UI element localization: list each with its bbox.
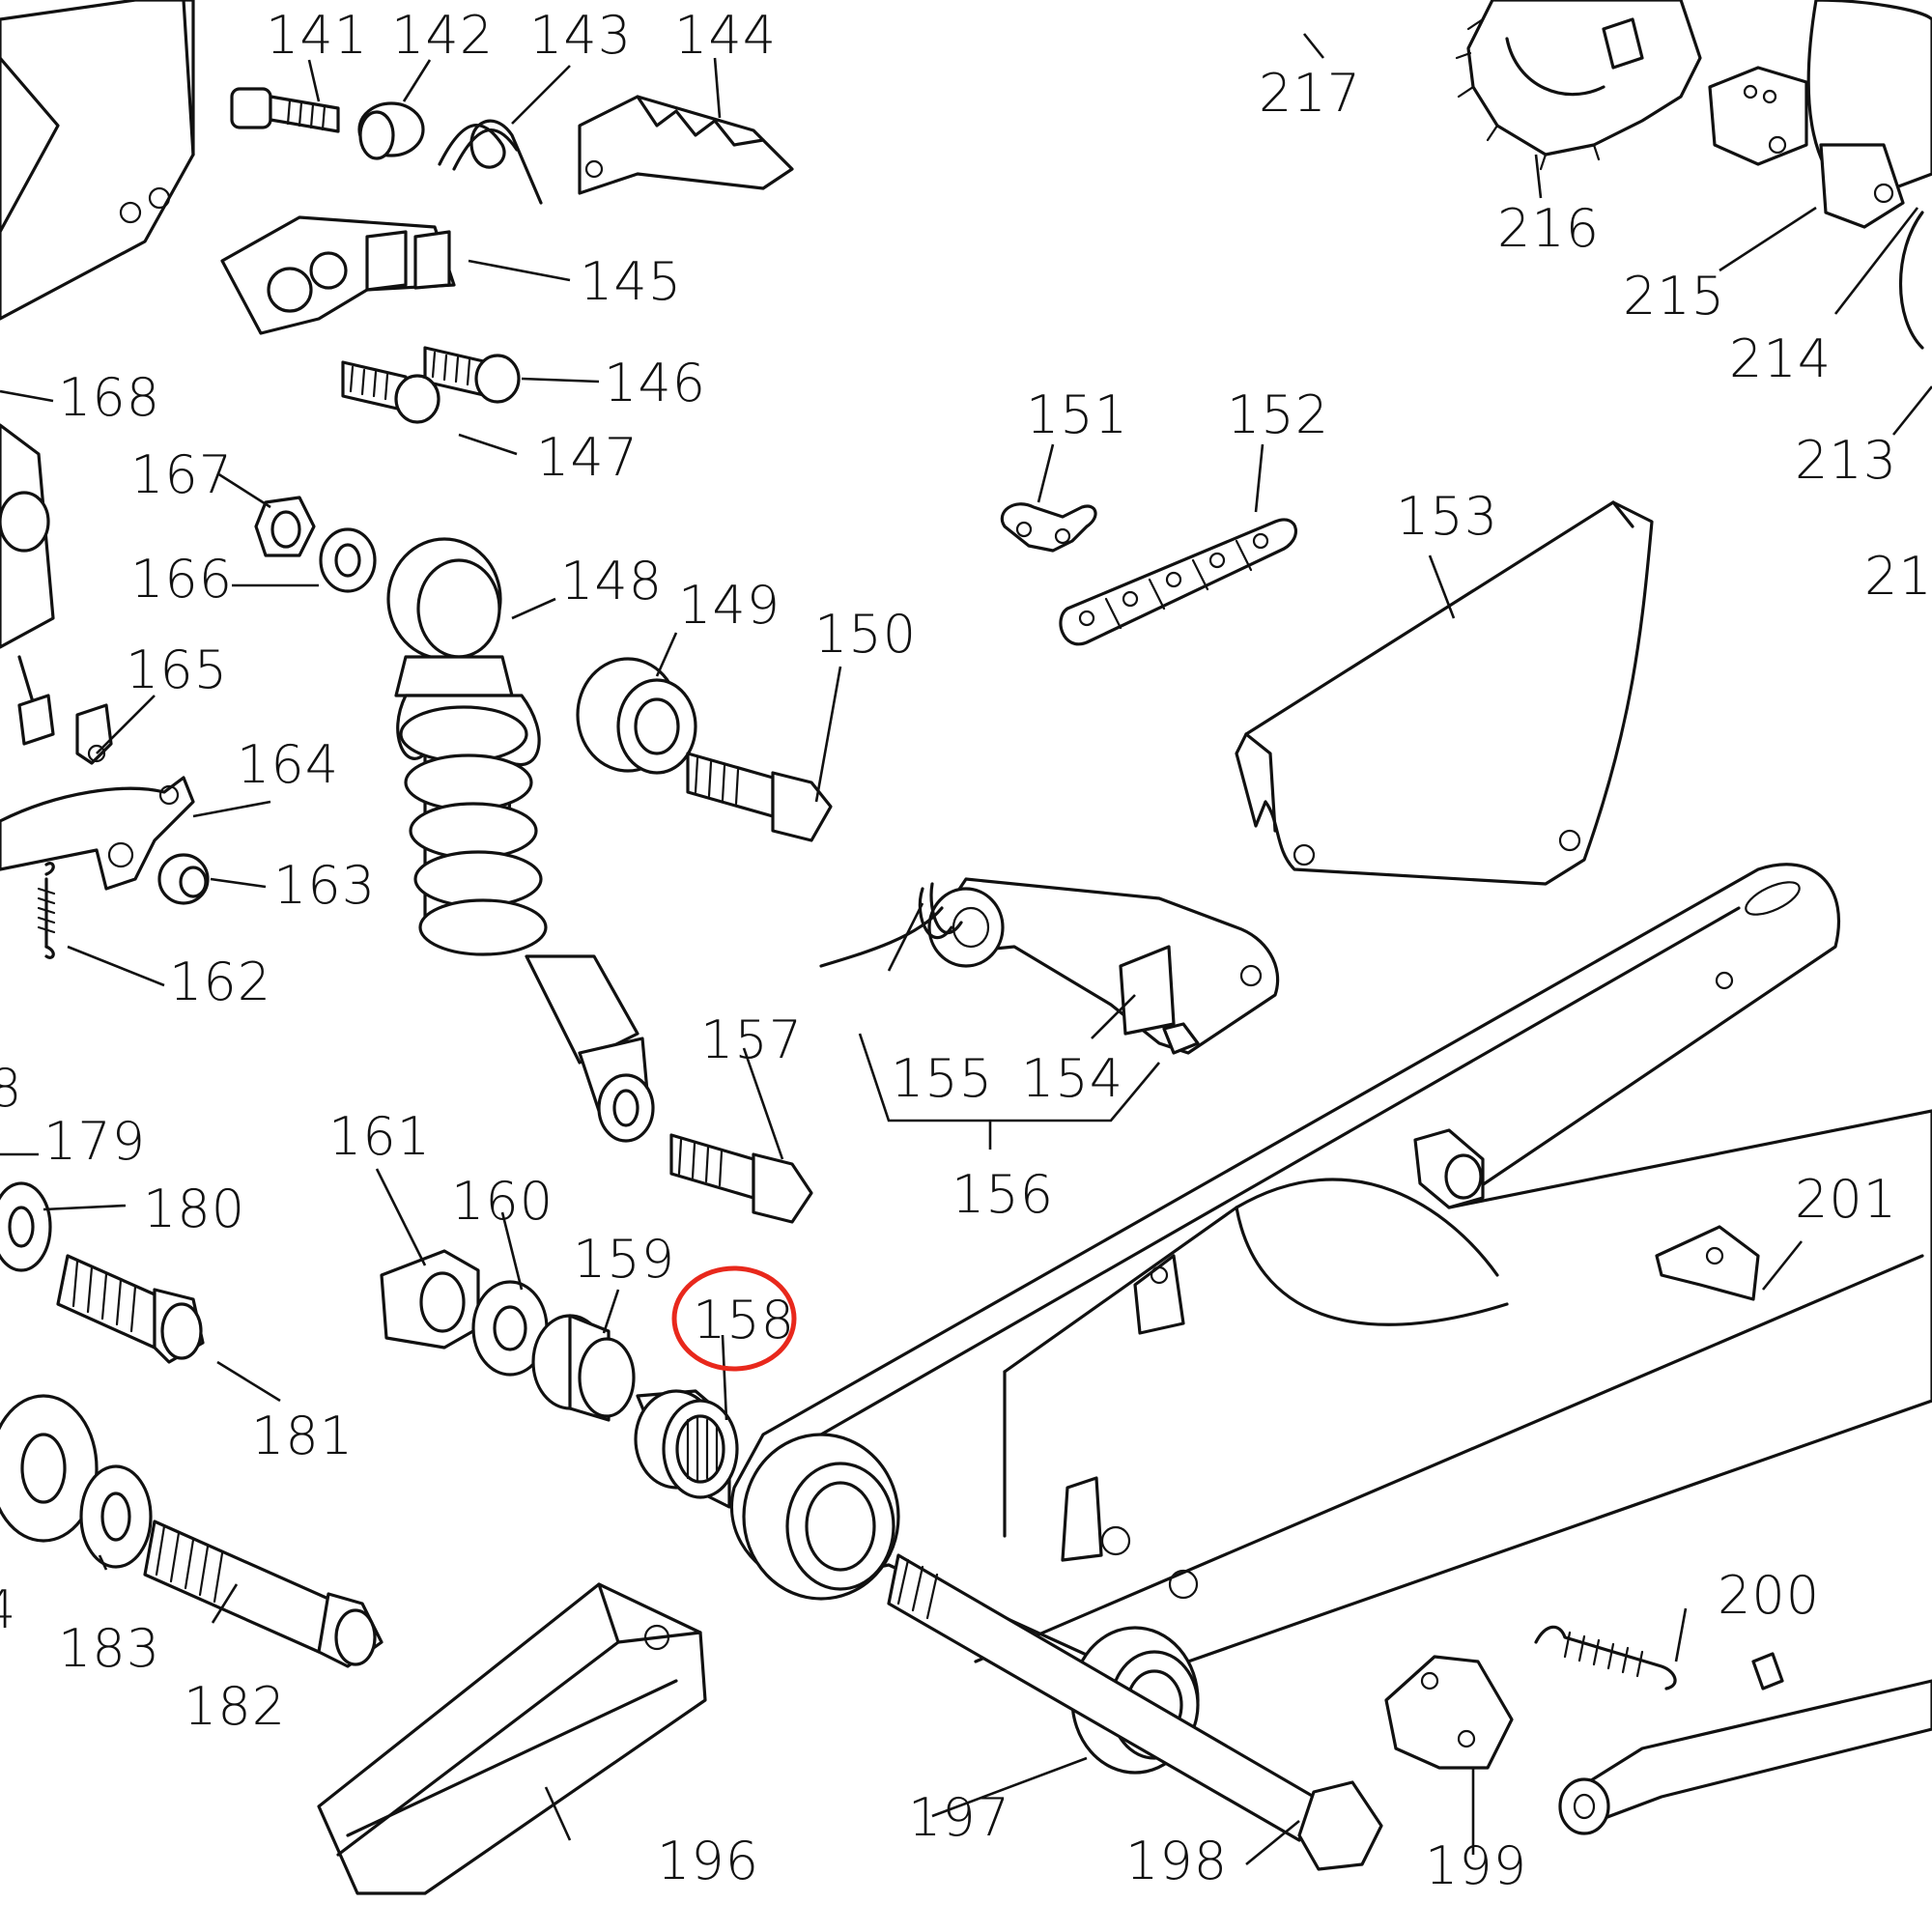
label-154: 154: [1021, 1048, 1123, 1109]
part-151-master-link: [1000, 502, 1097, 553]
label-216: 216: [1497, 198, 1600, 259]
label-197: 197: [908, 1787, 1010, 1848]
part-160-washer: [471, 1280, 549, 1377]
part-145-bracket: [220, 215, 456, 335]
label-168: 168: [58, 367, 160, 428]
label-182: 182: [184, 1676, 286, 1737]
part-154-brake-pedal: [927, 877, 1280, 1055]
label-163: 163: [273, 855, 376, 916]
label-212: 212: [1864, 546, 1932, 607]
label-180: 180: [143, 1179, 245, 1239]
part-152-chain: [1059, 518, 1297, 646]
part-166-washer: [319, 527, 377, 593]
part-143-spring: [438, 119, 543, 205]
part-148-shock-absorber: [386, 537, 655, 1143]
label-141: 141: [266, 5, 368, 66]
part-sidestand: [1558, 1652, 1932, 1835]
label-152: 152: [1227, 384, 1329, 445]
part-157-bolt: [669, 1133, 813, 1224]
label-147: 147: [536, 427, 639, 488]
label-213: 213: [1795, 430, 1897, 491]
label-183: 183: [58, 1618, 160, 1679]
part-168-reservoir: [0, 423, 55, 746]
part-147-bolt: [341, 360, 440, 424]
part-161-nut: [380, 1249, 480, 1350]
label-166: 166: [130, 549, 233, 610]
label-146: 146: [604, 353, 706, 413]
part-199-bracket: [1384, 1655, 1514, 1770]
label-149: 149: [678, 575, 781, 636]
part-182-bolt: [143, 1520, 384, 1668]
label-143: 143: [529, 5, 632, 66]
label-198: 198: [1125, 1831, 1228, 1891]
label-144: 144: [674, 5, 777, 66]
label-4-partial: 4: [0, 1579, 16, 1640]
part-201-clip: [1655, 1225, 1760, 1301]
part-184-washer: [0, 1394, 99, 1543]
part-swingarm: [729, 863, 1932, 1775]
label-8-partial: 8: [0, 1058, 22, 1119]
part-198-axle-bolt: [887, 1553, 1383, 1871]
label-157: 157: [700, 1009, 803, 1070]
part-180-washer: [0, 1181, 52, 1272]
part-164-arm: [0, 776, 195, 891]
highlight-circle-158: [671, 1265, 797, 1372]
part-163-bushing: [157, 853, 210, 905]
part-200-spring: [1534, 1625, 1677, 1690]
label-214: 214: [1729, 328, 1832, 389]
label-161: 161: [328, 1106, 431, 1167]
part-162-spring: [37, 862, 56, 959]
label-201: 201: [1795, 1169, 1897, 1230]
part-141-bolt: [230, 87, 340, 133]
label-158: 158: [693, 1290, 795, 1350]
part-153-chain-guard: [1235, 500, 1654, 886]
leader-lines: [0, 33, 1932, 1866]
frame-fragment-top-left: [0, 0, 195, 321]
part-150-bolt: [686, 752, 833, 842]
part-158-needle-bearing: [634, 1389, 739, 1509]
part-165-fitting: [75, 703, 113, 765]
label-160: 160: [451, 1171, 554, 1232]
label-145: 145: [580, 251, 682, 312]
label-155: 155: [891, 1048, 993, 1109]
part-155-return-spring: [819, 882, 963, 968]
part-159-bushing: [531, 1314, 636, 1422]
label-167: 167: [130, 444, 233, 505]
part-142-bushing: [357, 101, 425, 160]
label-148: 148: [560, 551, 663, 611]
part-146-bolt: [423, 346, 521, 404]
label-217: 217: [1259, 63, 1361, 124]
label-164: 164: [237, 734, 339, 795]
part-167-nut: [254, 496, 316, 557]
label-196: 196: [657, 1831, 759, 1891]
label-179: 179: [43, 1111, 146, 1172]
label-142: 142: [391, 5, 494, 66]
label-215: 215: [1623, 266, 1725, 327]
label-159: 159: [573, 1229, 675, 1290]
label-199: 199: [1425, 1835, 1527, 1896]
part-149-bushing: [576, 657, 697, 775]
label-156: 156: [952, 1164, 1054, 1225]
label-162: 162: [169, 952, 271, 1012]
label-151: 151: [1026, 384, 1128, 445]
part-183-washer: [79, 1464, 153, 1569]
part-216-sprocket: [1455, 0, 1702, 171]
part-181-bolt: [56, 1254, 205, 1364]
callout-labels: 141 142 143 144 145 146 147 148 149 150 …: [0, 5, 1932, 1896]
part-215-clamp-block: [1602, 0, 1932, 350]
part-196-chain-slider: [317, 1582, 707, 1895]
label-165: 165: [126, 639, 228, 700]
label-153: 153: [1396, 486, 1498, 547]
label-150: 150: [814, 604, 917, 665]
label-181: 181: [251, 1406, 354, 1466]
label-200: 200: [1718, 1565, 1820, 1626]
part-144-footpeg: [578, 95, 794, 195]
